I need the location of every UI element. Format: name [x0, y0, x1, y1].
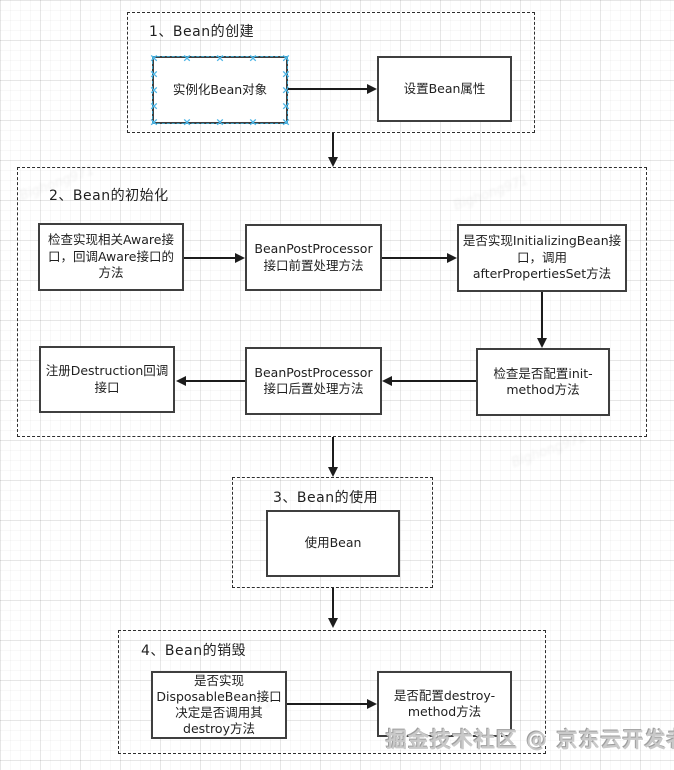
edge-creation-to-initialization[interactable]	[332, 133, 334, 158]
edge-initialization-to-usage[interactable]	[332, 437, 334, 468]
connection-point-icon[interactable]: ×	[281, 83, 291, 97]
flow-node-use-bean[interactable]: 使用Bean	[266, 510, 400, 577]
connection-point-icon[interactable]: ×	[149, 67, 159, 81]
edge-disposable-to-destroymethod[interactable]	[287, 703, 368, 705]
edge-postbefore-to-initializing[interactable]	[382, 257, 448, 259]
connection-point-icon[interactable]: ×	[149, 115, 159, 129]
edge-initmethod-to-postafter[interactable]	[391, 380, 476, 382]
flow-node-instantiate-bean[interactable]: 实例化Bean对象 × × × × × × × × × × × × × × × ×	[149, 51, 291, 128]
node-label: 实例化Bean对象	[172, 81, 268, 97]
connection-point-icon[interactable]: ×	[182, 115, 192, 129]
flow-node-postprocessor-before[interactable]: BeanPostProcessor接口前置处理方法	[245, 224, 382, 291]
flow-node-aware-callback[interactable]: 检查实现相关Aware接口，回调Aware接口的方法	[38, 223, 184, 291]
node-label: 设置Bean属性	[403, 80, 486, 96]
flow-node-destruction-callback[interactable]: 注册Destruction回调接口	[39, 346, 175, 413]
node-label: 是否实现InitializingBean接口，调用afterProperties…	[462, 233, 622, 282]
node-label: BeanPostProcessor接口前置处理方法	[254, 241, 373, 273]
flow-node-initializing-bean[interactable]: 是否实现InitializingBean接口，调用afterProperties…	[457, 224, 627, 292]
connection-point-icon[interactable]: ×	[149, 83, 159, 97]
node-label: 注册Destruction回调接口	[45, 363, 169, 395]
connection-point-icon[interactable]: ×	[215, 51, 225, 65]
flow-node-disposable-bean[interactable]: 是否实现DisposableBean接口决定是否调用其destroy方法	[151, 671, 287, 739]
section-bean-creation[interactable]: 1、Bean的创建	[127, 12, 535, 133]
node-label: 是否实现DisposableBean接口决定是否调用其destroy方法	[156, 673, 282, 736]
edge-instantiate-to-setproperties[interactable]	[288, 88, 368, 90]
node-label: 是否配置destroy-method方法	[393, 687, 496, 720]
node-label: 使用Bean	[304, 535, 362, 551]
connection-point-icon[interactable]: ×	[182, 51, 192, 65]
node-label: 检查是否配置init-method方法	[493, 365, 593, 398]
connection-point-icon[interactable]: ×	[281, 51, 291, 65]
connection-point-icon[interactable]: ×	[281, 67, 291, 81]
section-bean-usage-title: 3、Bean的使用	[273, 490, 379, 506]
section-bean-creation-title: 1、Bean的创建	[149, 24, 255, 40]
node-label: BeanPostProcessor接口后置处理方法	[254, 364, 373, 397]
section-bean-initialization-title: 2、Bean的初始化	[49, 188, 169, 204]
connection-point-icon[interactable]: ×	[248, 115, 258, 129]
node-label: 检查实现相关Aware接口，回调Aware接口的方法	[48, 232, 174, 281]
connection-point-icon[interactable]: ×	[149, 51, 159, 65]
connection-point-icon[interactable]: ×	[149, 99, 159, 113]
edge-aware-to-postbefore[interactable]	[184, 257, 236, 259]
connection-point-icon[interactable]: ×	[281, 99, 291, 113]
brand-watermark: 掘金技术社区 @ 京东云开发者	[386, 728, 674, 752]
edge-postafter-to-destruction[interactable]	[185, 380, 245, 382]
edge-initializing-to-initmethod[interactable]	[541, 292, 543, 339]
flow-node-init-method[interactable]: 检查是否配置init-method方法	[476, 348, 610, 416]
section-bean-destruction-title: 4、Bean的销毁	[141, 643, 247, 659]
flow-node-set-bean-properties[interactable]: 设置Bean属性	[377, 56, 512, 122]
section-bean-destruction[interactable]: 4、Bean的销毁	[118, 630, 546, 754]
flow-node-destroy-method[interactable]: 是否配置destroy-method方法	[377, 671, 512, 737]
connection-point-icon[interactable]: ×	[281, 115, 291, 129]
edge-usage-to-destruction[interactable]	[332, 588, 334, 619]
connection-point-icon[interactable]: ×	[248, 51, 258, 65]
connection-point-icon[interactable]: ×	[215, 115, 225, 129]
flow-node-postprocessor-after[interactable]: BeanPostProcessor接口后置处理方法	[245, 347, 382, 415]
